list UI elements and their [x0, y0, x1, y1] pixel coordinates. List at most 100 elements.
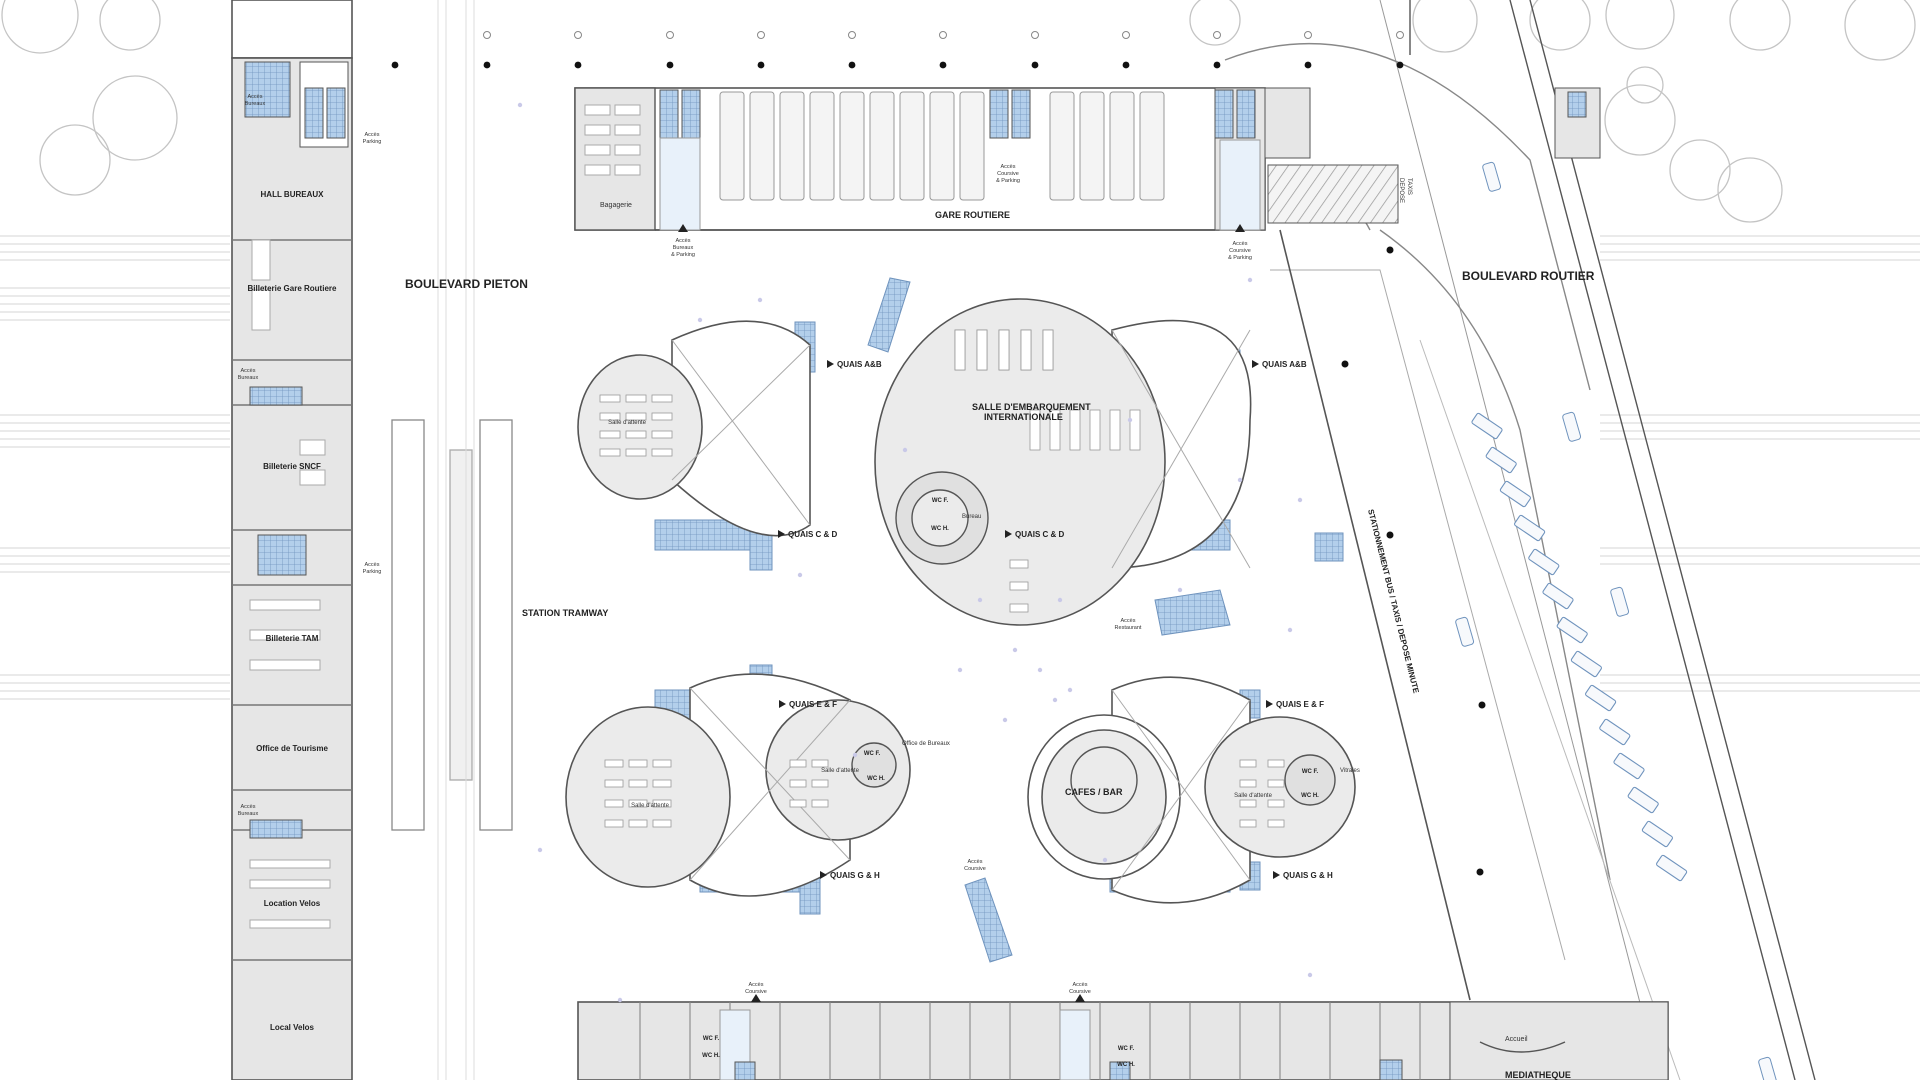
bench	[1109, 409, 1121, 451]
landscape-dot	[1057, 597, 1063, 603]
trees	[1, 0, 1916, 223]
grid-marker	[757, 31, 765, 39]
west-room-label: Local Velos	[270, 1023, 315, 1032]
northeast-stair-flight	[1567, 91, 1587, 118]
landscape-dot	[902, 447, 908, 453]
salle-attente-label: Salle d'attente	[631, 803, 670, 809]
taxis-label: TAXIS	[1406, 178, 1412, 195]
arrow-icon	[1266, 700, 1273, 708]
arrow-icon	[1005, 530, 1012, 538]
vehicle	[1562, 411, 1582, 442]
bus-stall	[809, 91, 835, 201]
access-arrow-icon	[1235, 224, 1245, 232]
bus-stall	[749, 91, 775, 201]
access-arrow-icon	[751, 994, 761, 1002]
column-dot	[939, 61, 947, 69]
wc-label: WC H.	[931, 526, 949, 532]
bench	[1042, 329, 1054, 371]
accueil-label: Accueil	[1505, 1036, 1528, 1043]
bench	[599, 394, 621, 403]
west-room-label: HALL BUREAUX	[261, 190, 325, 199]
bureau-label: Bureau	[962, 514, 981, 520]
bench	[998, 329, 1010, 371]
internationale-label: INTERNATIONALE	[984, 412, 1063, 422]
access-label: Accès	[241, 368, 256, 374]
bench	[976, 329, 988, 371]
landscape-dot	[797, 572, 803, 578]
column-dot	[391, 61, 399, 69]
access-label: Accès	[241, 804, 256, 810]
bench	[954, 329, 966, 371]
landscape-dot	[852, 752, 858, 758]
gare-routiere-label: GARE ROUTIERE	[935, 210, 1010, 220]
plaza-edge	[1279, 229, 1471, 1001]
access-label: Parking	[363, 569, 382, 575]
bench	[1267, 759, 1285, 768]
grid-marker	[666, 31, 674, 39]
column-dot	[574, 61, 582, 69]
bench	[628, 799, 648, 808]
wc-label: WC F.	[703, 1036, 720, 1042]
grid-marker	[1122, 31, 1130, 39]
access-label: Coursive	[997, 171, 1019, 177]
column-dot	[1031, 61, 1039, 69]
bench	[652, 779, 672, 788]
access-label: Accès	[365, 132, 380, 138]
salle-attente-label: Salle d'attente	[821, 768, 860, 774]
bus-bay	[1613, 752, 1645, 780]
north-building	[574, 87, 1399, 231]
column-grid	[391, 31, 1486, 876]
bench	[652, 819, 672, 828]
landscape-dot	[1247, 277, 1253, 283]
access-arrow-icon	[678, 224, 688, 232]
grid-marker	[1304, 31, 1312, 39]
vehicle	[1455, 616, 1475, 647]
bus-stall	[779, 91, 805, 201]
tree	[99, 0, 161, 51]
grid-marker	[483, 31, 491, 39]
access-label: & Parking	[996, 178, 1020, 184]
bus-bay	[1656, 854, 1688, 882]
west-building	[231, 0, 353, 1080]
bus-bays	[1455, 161, 1778, 1080]
access-label: Bureaux	[238, 375, 259, 381]
wc-label: WC H.	[702, 1053, 720, 1059]
bench	[652, 799, 672, 808]
bench	[628, 819, 648, 828]
access-label: & Parking	[1228, 255, 1252, 261]
bench	[1029, 409, 1041, 451]
access-label: Coursive	[1069, 989, 1091, 995]
bench	[604, 779, 624, 788]
west-room-label: Office de Tourisme	[256, 744, 328, 753]
access-label: & Parking	[671, 252, 695, 258]
station-tramway-label: STATION TRAMWAY	[522, 608, 608, 618]
landscape-dot	[1127, 417, 1133, 423]
bench	[1239, 759, 1257, 768]
access-label: Parking	[363, 139, 382, 145]
pods	[565, 298, 1356, 904]
bench	[1129, 409, 1141, 451]
bus-bay	[1556, 616, 1588, 644]
bus-bay	[1528, 548, 1560, 576]
tree	[1669, 139, 1731, 201]
access-label: Bureaux	[238, 811, 259, 817]
quai-label: QUAIS E & F	[1276, 700, 1324, 709]
bench	[1069, 409, 1081, 451]
bus-bay	[1471, 412, 1503, 440]
tree	[1529, 0, 1591, 51]
bench	[625, 448, 647, 457]
vehicle	[1758, 1056, 1778, 1080]
landscape-dot	[1307, 972, 1313, 978]
access-label: Coursive	[745, 989, 767, 995]
bench	[1049, 409, 1061, 451]
bench	[811, 799, 829, 808]
tree	[39, 124, 111, 196]
bus-bay	[1585, 684, 1617, 712]
landscape-dot	[617, 997, 623, 1003]
landscape-dot	[1287, 627, 1293, 633]
arrow-icon	[827, 360, 834, 368]
boulevard-routier-label: BOULEVARD ROUTIER	[1462, 269, 1595, 283]
bus-bay	[1641, 820, 1673, 848]
column-dot	[757, 61, 765, 69]
